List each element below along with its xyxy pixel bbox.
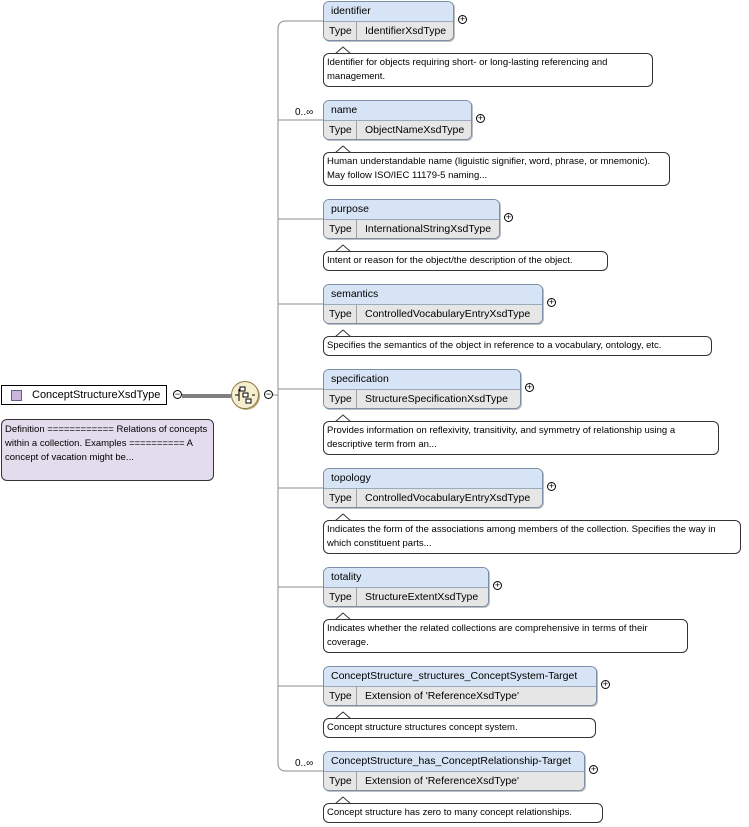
documentation-pointer xyxy=(334,329,352,338)
element-type-row: Type ControlledVocabularyEntryXsdType xyxy=(324,489,542,507)
element-type-row: Type InternationalStringXsdType xyxy=(324,220,499,238)
plus-icon: + xyxy=(505,211,512,222)
element-documentation: Intent or reason for the object/the desc… xyxy=(323,251,608,271)
type-key-label: Type xyxy=(324,772,357,790)
expand-toggle[interactable]: + xyxy=(589,763,598,774)
type-value: StructureExtentXsdType xyxy=(365,591,479,603)
plus-icon: + xyxy=(548,480,555,491)
element-documentation: Indicates whether the related collection… xyxy=(323,619,688,653)
plus-icon: + xyxy=(602,678,609,689)
expand-toggle[interactable]: + xyxy=(547,296,556,307)
type-key-label: Type xyxy=(324,588,357,606)
documentation-pointer xyxy=(334,145,352,154)
element-name: totality xyxy=(324,568,488,588)
element-documentation: Specifies the semantics of the object in… xyxy=(323,336,712,356)
element-type-row: Type ControlledVocabularyEntryXsdType xyxy=(324,305,542,323)
type-value: IdentifierXsdType xyxy=(365,25,447,37)
type-key-label: Type xyxy=(324,305,357,323)
element-type-row: Type StructureExtentXsdType xyxy=(324,588,488,606)
element-type-row: Type Extension of 'ReferenceXsdType' xyxy=(324,687,596,705)
element-name: purpose xyxy=(324,200,499,220)
plus-icon: + xyxy=(477,112,484,123)
documentation-pointer xyxy=(334,244,352,253)
element-name: topology xyxy=(324,469,542,489)
root-type-box[interactable]: ConceptStructureXsdType xyxy=(1,385,167,405)
expand-toggle[interactable]: + xyxy=(601,678,610,689)
sequence-compositor[interactable] xyxy=(231,381,259,409)
element-type-row: Type ObjectNameXsdType xyxy=(324,121,471,139)
element-type-row: Type StructureSpecificationXsdType xyxy=(324,390,520,408)
type-value: InternationalStringXsdType xyxy=(365,223,492,235)
expand-toggle[interactable]: + xyxy=(493,579,502,590)
element-documentation: Human understandable name (liguistic sig… xyxy=(323,152,670,186)
element-conceptstructure-has-conceptrelationship-target[interactable]: ConceptStructure_has_ConceptRelationship… xyxy=(323,751,585,791)
element-type-row: Type Extension of 'ReferenceXsdType' xyxy=(324,772,584,790)
plus-icon: + xyxy=(526,381,533,392)
sequence-compositor-icon xyxy=(235,386,255,404)
type-key-label: Type xyxy=(324,121,357,139)
cardinality-label: 0..∞ xyxy=(295,107,314,118)
element-documentation: Indicates the form of the associations a… xyxy=(323,520,741,554)
type-value: ControlledVocabularyEntryXsdType xyxy=(365,308,531,320)
expand-toggle[interactable]: + xyxy=(547,480,556,491)
type-value: ControlledVocabularyEntryXsdType xyxy=(365,492,531,504)
plus-icon: + xyxy=(459,13,466,24)
plus-icon: + xyxy=(494,579,501,590)
plus-icon: + xyxy=(548,296,555,307)
type-value: ObjectNameXsdType xyxy=(365,124,465,136)
type-key-label: Type xyxy=(324,489,357,507)
documentation-pointer xyxy=(334,414,352,423)
type-key-label: Type xyxy=(324,687,357,705)
documentation-pointer xyxy=(334,796,352,805)
root-collapse-toggle[interactable]: − xyxy=(173,388,182,399)
type-value: StructureSpecificationXsdType xyxy=(365,393,508,405)
documentation-pointer xyxy=(334,711,352,720)
expand-toggle[interactable]: + xyxy=(458,13,467,24)
type-value: Extension of 'ReferenceXsdType' xyxy=(365,690,520,702)
trunk-line xyxy=(277,20,287,772)
documentation-pointer xyxy=(334,612,352,621)
element-name: identifier xyxy=(324,2,453,22)
element-type-row: Type IdentifierXsdType xyxy=(324,22,453,40)
expand-toggle[interactable]: + xyxy=(525,381,534,392)
element-documentation: Concept structure structures concept sys… xyxy=(323,718,596,738)
element-name: specification xyxy=(324,370,520,390)
element-name: name xyxy=(324,101,471,121)
element-conceptstructure-structures-conceptsystem-target[interactable]: ConceptStructure_structures_ConceptSyste… xyxy=(323,666,597,706)
element-documentation: Provides information on reflexivity, tra… xyxy=(323,421,719,455)
complex-type-icon xyxy=(11,389,22,401)
type-key-label: Type xyxy=(324,220,357,238)
type-value: Extension of 'ReferenceXsdType' xyxy=(365,775,520,787)
compositor-collapse-toggle[interactable]: − xyxy=(264,388,273,399)
element-name: semantics xyxy=(324,285,542,305)
documentation-pointer xyxy=(334,46,352,55)
element-documentation: Concept structure has zero to many conce… xyxy=(323,803,603,823)
plus-icon: + xyxy=(590,763,597,774)
documentation-pointer xyxy=(334,513,352,522)
type-key-label: Type xyxy=(324,390,357,408)
expand-toggle[interactable]: + xyxy=(476,112,485,123)
root-type-name: ConceptStructureXsdType xyxy=(32,389,161,401)
element-name: ConceptStructure_structures_ConceptSyste… xyxy=(324,667,596,687)
element-documentation: Identifier for objects requiring short- … xyxy=(323,53,653,87)
root-documentation: Definition ============ Relations of con… xyxy=(1,419,214,481)
element-name: ConceptStructure_has_ConceptRelationship… xyxy=(324,752,584,772)
cardinality-label: 0..∞ xyxy=(295,758,314,769)
type-key-label: Type xyxy=(324,22,357,40)
expand-toggle[interactable]: + xyxy=(504,211,513,222)
